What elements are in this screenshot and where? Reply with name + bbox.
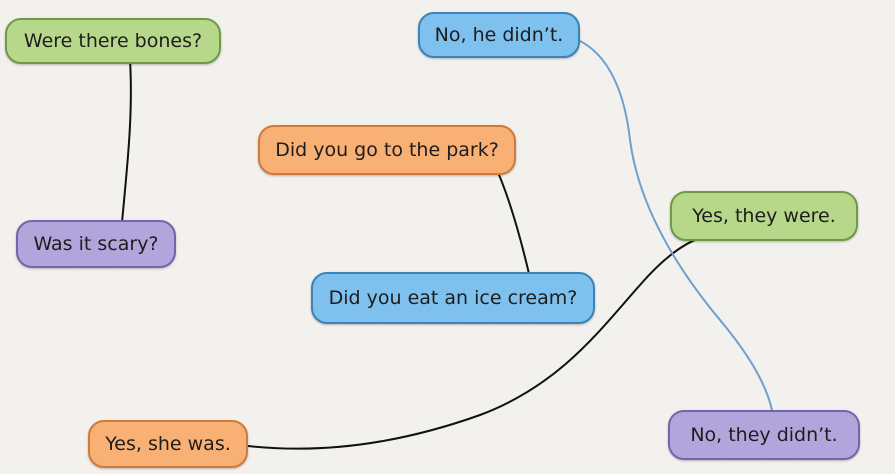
bubble-text: Yes, she was. <box>105 433 231 455</box>
bubble-was-it-scary[interactable]: Was it scary? <box>16 220 176 268</box>
connector-line-hedidnt-theydidnt <box>577 39 773 411</box>
bubble-did-you-eat-an-ice-cream[interactable]: Did you eat an ice cream? <box>311 272 595 324</box>
bubble-text: Did you eat an ice cream? <box>328 287 578 309</box>
bubble-text: Were there bones? <box>23 30 203 52</box>
bubble-no-he-didnt[interactable]: No, he didn’t. <box>418 12 580 58</box>
bubble-yes-they-were[interactable]: Yes, they were. <box>670 191 858 241</box>
bubble-text: Did you go to the park? <box>275 139 499 161</box>
bubble-text: No, he didn’t. <box>434 24 564 46</box>
connector-line-shewas-theywere <box>247 237 701 450</box>
connector-line-bones-scary <box>121 59 132 223</box>
bubble-text: Yes, they were. <box>692 205 836 227</box>
connector-line-park-icecream <box>496 169 531 279</box>
bubble-yes-she-was[interactable]: Yes, she was. <box>88 420 248 468</box>
bubble-text: Was it scary? <box>33 233 159 255</box>
bubble-no-they-didnt[interactable]: No, they didn’t. <box>668 410 860 460</box>
bubble-text: No, they didn’t. <box>690 424 838 446</box>
bubble-were-there-bones[interactable]: Were there bones? <box>5 18 221 64</box>
bubble-did-you-go-to-the-park[interactable]: Did you go to the park? <box>258 125 516 175</box>
